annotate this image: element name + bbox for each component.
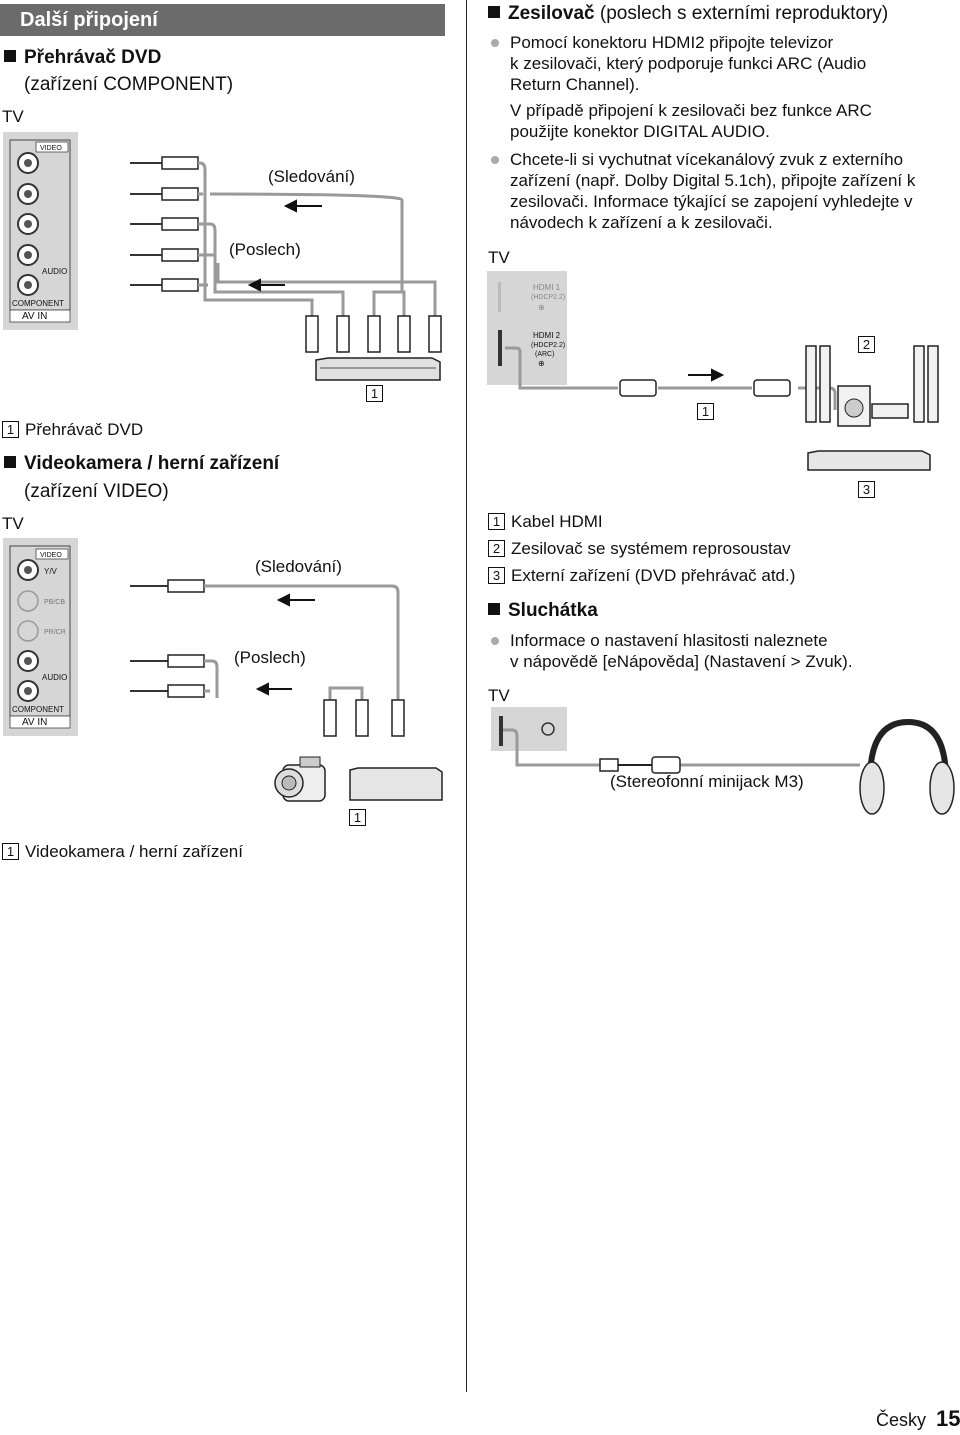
footer-language: Česky [876, 1410, 927, 1430]
hdmi1-label: HDMI 1 [533, 283, 561, 292]
square-bullet-icon [488, 603, 500, 615]
amp-bullet-1-line-3: Return Channel). [510, 75, 640, 94]
headphones-bullet-line-1: Informace o nastavení hlasitosti nalezne… [510, 631, 828, 650]
dvd-subheading: (zařízení COMPONENT) [24, 74, 234, 95]
video-panel-pb-label: PB/CB [44, 599, 65, 606]
amp-bullet-2-line-3: zesilovači. Informace týkající se zapoje… [510, 192, 913, 211]
amp-badge-2: 2 [858, 336, 875, 353]
video-heading: Videokamera / herní zařízení [4, 452, 279, 476]
dvd-panel-video-label: VIDEO [40, 145, 62, 152]
video-panel-audio-label: AUDIO [42, 673, 67, 682]
dvd-panel-audio-label: AUDIO [42, 267, 67, 276]
video-tv-label: TV [2, 514, 24, 533]
video-panel-video-label: VIDEO [40, 552, 62, 559]
amp-heading: Zesilovač (poslech s externími reprodukt… [488, 2, 888, 26]
amp-note-line-2: použijte konektor DIGITAL AUDIO. [510, 122, 770, 141]
video-subheading: (zařízení VIDEO) [24, 481, 169, 502]
hdmi1-sub-label: (HDCP2.2) [531, 294, 565, 301]
svg-text:⊕: ⊕ [538, 303, 545, 312]
column-divider [466, 0, 467, 1392]
bullet-dot-icon [491, 637, 499, 645]
video-watch-label: (Sledování) [255, 557, 342, 576]
headphones-diagram [491, 707, 955, 815]
video-connection-diagram: VIDEO Y/V PB/CB PR/CR AUDIO COMPONENT AV… [3, 538, 443, 802]
amp-connection-diagram: HDMI 1 (HDCP2.2) ⊕ HDMI 2 (HDCP2.2) (ARC… [487, 271, 939, 471]
amp-bullet-2-line-1: Chcete-li si vychutnat vícekanálový zvuk… [510, 150, 904, 169]
bullet-dot-icon [491, 156, 499, 164]
dvd-listen-label: (Poslech) [229, 240, 301, 259]
video-panel-yv-label: Y/V [44, 567, 58, 576]
video-listen-label: (Poslech) [234, 648, 306, 667]
dvd-panel-avin-label: AV IN [22, 311, 47, 322]
dvd-heading: Přehrávač DVD [4, 46, 161, 70]
square-bullet-icon [4, 50, 16, 62]
camcorder-icon [274, 756, 326, 802]
headphones-jack-label: (Stereofonní minijack M3) [610, 772, 804, 791]
dvd-connection-diagram: VIDEO AUDIO COMPONENT AV IN [3, 132, 442, 381]
video-device-badge: 1 [349, 809, 366, 826]
video-panel-component-label: COMPONENT [12, 705, 64, 714]
amp-bullet-2-line-2: zařízení (např. Dolby Digital 5.1ch), př… [510, 171, 916, 190]
headphones-heading: Sluchátka [488, 599, 598, 623]
amp-bullet-1-line-2: k zesilovači, který podporuje funkci ARC… [510, 54, 867, 73]
bullet-dot-icon [491, 39, 499, 47]
square-bullet-icon [488, 6, 500, 18]
dvd-tv-label: TV [2, 107, 24, 126]
amp-bullet-1-line-1: Pomocí konektoru HDMI2 připojte televizo… [510, 33, 834, 52]
amp-tv-label: TV [488, 248, 510, 267]
amp-bullet-2-line-4: návodech k zařízení a k zesilovači. [510, 213, 773, 232]
headphones-bullet-line-2: v nápovědě [eNápověda] (Nastavení > Zvuk… [510, 652, 853, 671]
hdmi2-label: HDMI 2 [533, 331, 561, 340]
dvd-device-badge: 1 [366, 385, 383, 402]
headphones-tv-label: TV [488, 686, 510, 705]
amp-badge-3: 3 [858, 481, 875, 498]
hdmi2-sub-label: (HDCP2.2) [531, 342, 565, 349]
amp-badge-1: 1 [697, 403, 714, 420]
dvd-panel-component-label: COMPONENT [12, 299, 64, 308]
section-banner: Další připojení [0, 4, 445, 36]
amp-note-line-1: V případě připojení k zesilovači bez fun… [510, 101, 872, 120]
video-panel-avin-label: AV IN [22, 717, 47, 728]
square-bullet-icon [4, 456, 16, 468]
video-panel-pr-label: PR/CR [44, 629, 66, 636]
footer-page-number: 15 [936, 1406, 960, 1431]
dvd-watch-label: (Sledování) [268, 167, 355, 186]
hdmi2-arc-label: (ARC) [535, 351, 554, 358]
svg-text:⊕: ⊕ [538, 359, 545, 368]
